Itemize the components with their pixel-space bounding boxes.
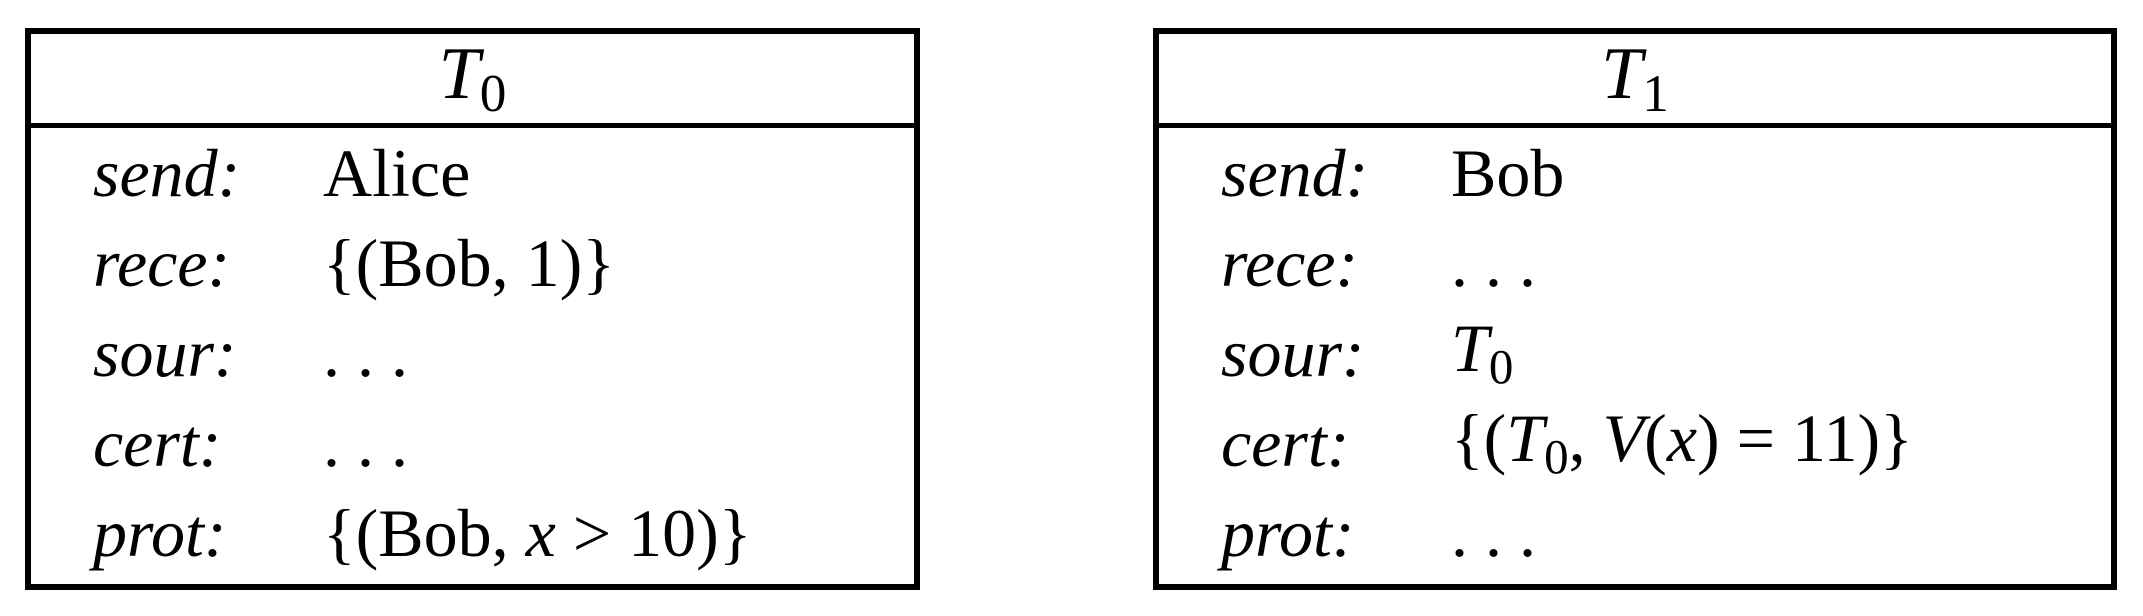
table-row: rece: . . . xyxy=(1159,218,2111,308)
table-title: T1 xyxy=(1601,32,1669,123)
field-value: . . . xyxy=(323,405,408,481)
field-label: cert: xyxy=(93,405,222,481)
table-row: sour: . . . xyxy=(31,308,914,398)
table-row: sour: T0 xyxy=(1159,308,2111,398)
table-row: cert: . . . xyxy=(31,398,914,488)
table-row: send: Alice xyxy=(31,128,914,218)
field-label: rece: xyxy=(93,225,231,301)
table-title: T0 xyxy=(438,32,507,123)
table-row: prot: {(Bob, x > 10)} xyxy=(31,488,914,578)
table-header: T0 xyxy=(31,34,914,128)
record-table-t0: T0 send: Alice rece: {(Bob, 1)} sour: . … xyxy=(25,28,920,590)
field-value: {(Bob, x > 10)} xyxy=(323,495,752,571)
field-value: {(Bob, 1)} xyxy=(323,225,615,301)
field-label: prot: xyxy=(93,495,227,571)
field-label: sour: xyxy=(93,315,237,391)
table-row: cert: {(T0, V(x) = 11)} xyxy=(1159,398,2111,488)
field-label: prot: xyxy=(1221,495,1355,571)
field-value: . . . xyxy=(1451,495,1536,571)
field-label: sour: xyxy=(1221,315,1365,391)
field-value: Bob xyxy=(1451,135,1565,211)
field-value: Alice xyxy=(323,135,471,211)
field-value: {(T0, V(x) = 11)} xyxy=(1451,400,1913,484)
field-value: T0 xyxy=(1451,310,1514,394)
field-label: send: xyxy=(93,135,241,211)
field-value: . . . xyxy=(323,315,408,391)
field-label: send: xyxy=(1221,135,1369,211)
field-value: . . . xyxy=(1451,225,1536,301)
table-row: send: Bob xyxy=(1159,128,2111,218)
table-header: T1 xyxy=(1159,34,2111,128)
table-row: prot: . . . xyxy=(1159,488,2111,578)
field-label: rece: xyxy=(1221,225,1359,301)
field-label: cert: xyxy=(1221,405,1350,481)
table-row: rece: {(Bob, 1)} xyxy=(31,218,914,308)
record-table-t1: T1 send: Bob rece: . . . sour: T0 cert: … xyxy=(1153,28,2117,590)
table-body: send: Alice rece: {(Bob, 1)} sour: . . .… xyxy=(31,128,914,578)
table-body: send: Bob rece: . . . sour: T0 cert: {(T… xyxy=(1159,128,2111,578)
